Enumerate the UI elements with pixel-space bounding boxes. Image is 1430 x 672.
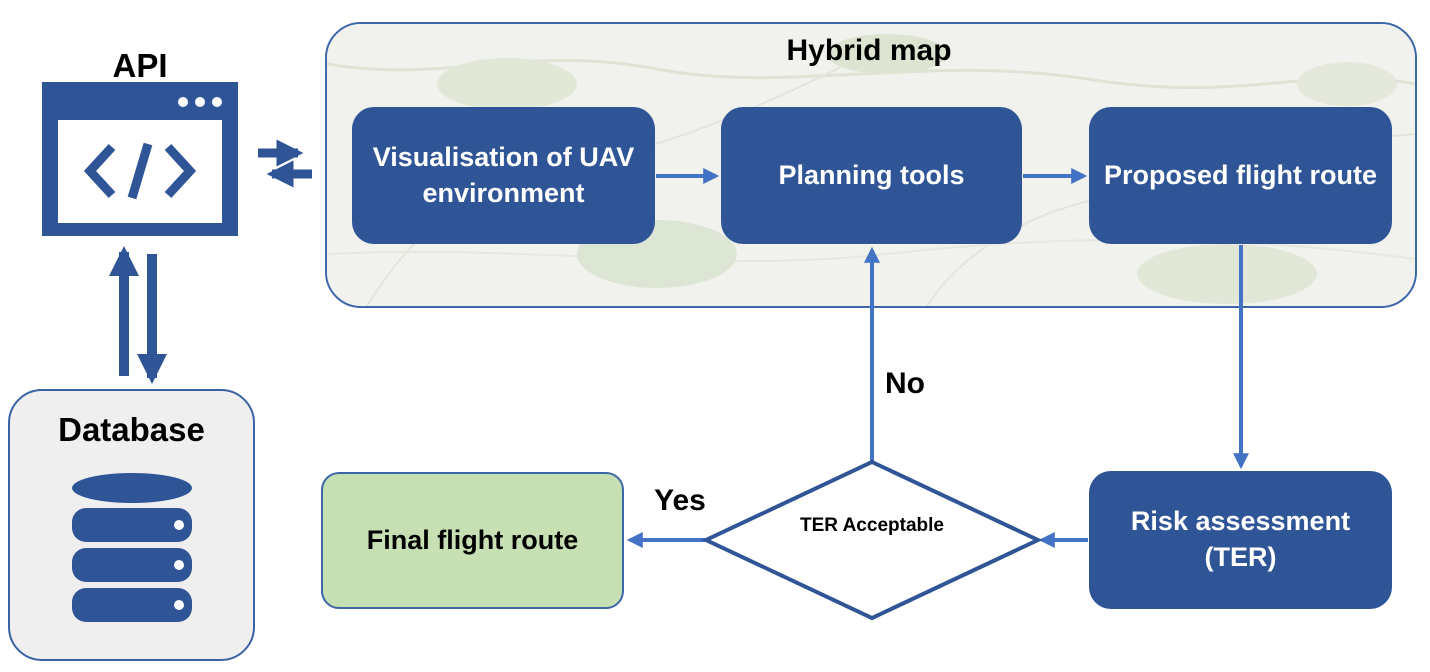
risk-assessment-box[interactable]: Risk assessment (TER) xyxy=(1089,471,1392,609)
exchange-arrows-icon xyxy=(258,139,312,188)
planning-tools-box[interactable]: Planning tools xyxy=(721,107,1022,244)
database-label: Database xyxy=(58,411,205,448)
final-route-box[interactable]: Final flight route xyxy=(321,472,624,609)
decision-label: TER Acceptable xyxy=(800,515,944,536)
edge-label-yes: Yes xyxy=(654,484,706,517)
visualisation-box[interactable]: Visualisation of UAV environment xyxy=(352,107,655,244)
decision-diamond[interactable] xyxy=(701,459,1043,621)
hybrid-map-title: Hybrid map xyxy=(786,34,952,67)
proposed-route-box[interactable]: Proposed flight route xyxy=(1089,107,1392,244)
api-label: API xyxy=(112,47,168,84)
code-window-icon xyxy=(42,82,238,236)
database-stack-icon xyxy=(72,473,192,622)
edge-label-no: No xyxy=(885,367,925,400)
